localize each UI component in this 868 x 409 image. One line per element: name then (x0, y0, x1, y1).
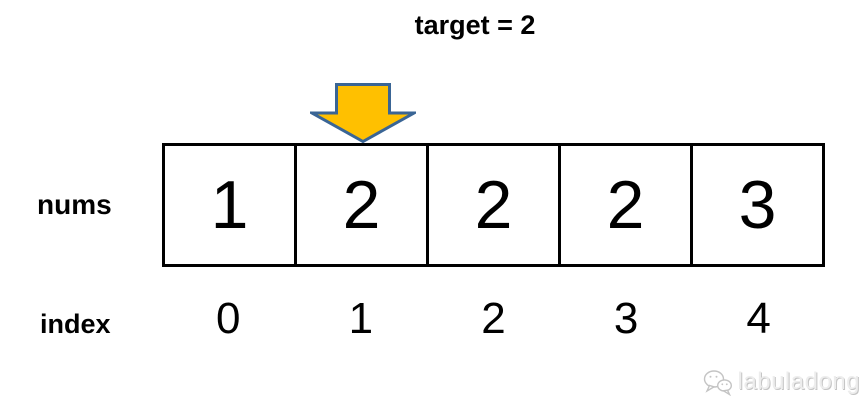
down-arrow-icon (310, 83, 416, 143)
index-row: 0 1 2 3 4 (162, 297, 825, 341)
index-value-3: 3 (613, 294, 639, 343)
index-value-0: 0 (216, 294, 241, 343)
index-value-2: 2 (481, 294, 506, 343)
wechat-chat-bubbles-icon (703, 369, 732, 396)
index-value-1: 1 (348, 294, 374, 343)
target-title: target = 2 (414, 10, 536, 40)
watermark-label: labuladong (737, 368, 860, 395)
nums-row-label: nums (37, 189, 112, 220)
array-cell-0: 1 (162, 143, 297, 267)
index-row-label: index (40, 309, 111, 339)
nums-array: 1 2 2 2 3 (162, 143, 825, 267)
array-cell-4: 3 (690, 143, 825, 267)
array-cell-1: 2 (294, 143, 429, 267)
array-cell-3: 2 (558, 143, 693, 267)
array-cell-2: 2 (426, 143, 561, 267)
index-value-4: 4 (746, 294, 771, 343)
watermark: labuladong (703, 368, 860, 396)
